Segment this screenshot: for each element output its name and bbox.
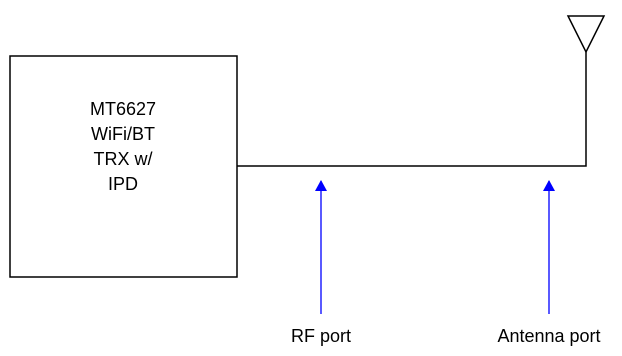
antenna-icon — [566, 15, 606, 54]
rf-port-label: RF port — [291, 326, 351, 346]
chip-label-line-2: WiFi/BT — [91, 124, 155, 144]
chip-label-line-3: TRX w/ — [93, 149, 152, 169]
chip-label-line-1: MT6627 — [90, 99, 156, 119]
chip-label-line-4: IPD — [108, 174, 138, 194]
rf-trace — [237, 52, 587, 167]
antenna-port-label: Antenna port — [497, 326, 600, 346]
chip-block — [9, 55, 238, 278]
